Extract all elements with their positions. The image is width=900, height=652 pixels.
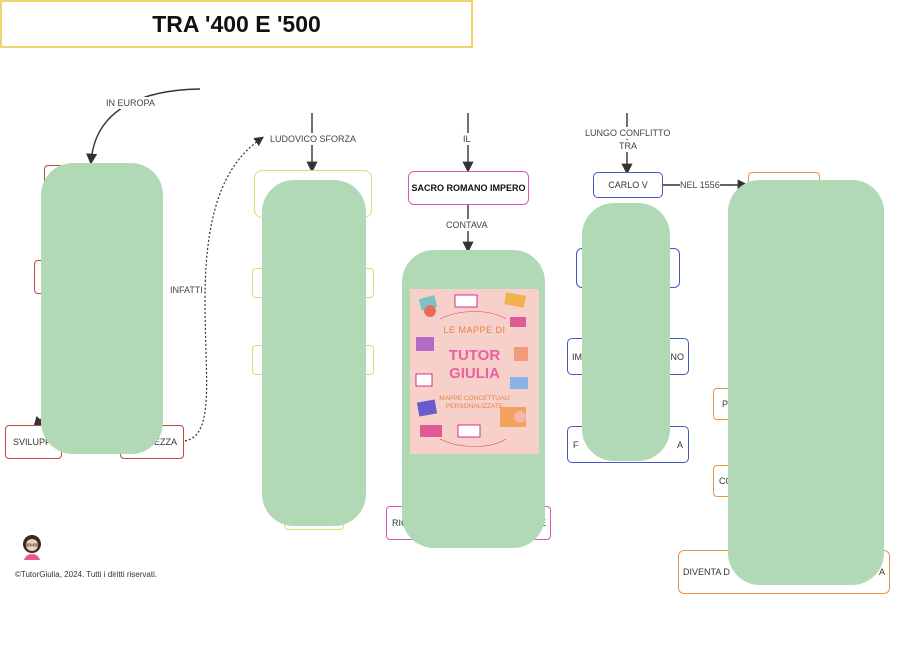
edge-label-tra: TRA bbox=[619, 140, 637, 152]
promo-subtitle: MAPPE CONCETTUALI PERSONALIZZATE bbox=[410, 395, 539, 411]
node-blue-f-right: A bbox=[676, 439, 683, 450]
edge-label-ludovico-sforza: LUDOVICO SFORZA bbox=[270, 133, 357, 145]
node-sacro-romano-impero[interactable]: SACRO ROMANO IMPERO bbox=[408, 171, 529, 205]
node-blue-f-left: F bbox=[573, 439, 579, 450]
node-diventa-left: DIVENTA D bbox=[683, 567, 730, 577]
promo-line-2b: GIULIA bbox=[449, 365, 500, 382]
edge-label-il: IL bbox=[463, 133, 471, 145]
cover-block-orange-column bbox=[728, 180, 884, 585]
promo-line-1: LE MAPPE DI bbox=[443, 325, 506, 335]
book-doodles-icon bbox=[415, 292, 528, 447]
edge-label-in-europa: IN EUROPA bbox=[106, 97, 155, 109]
cover-block-red-column bbox=[41, 163, 163, 454]
edge-infatti bbox=[184, 136, 264, 442]
promo-subtitle-1: MAPPE CONCETTUALI bbox=[439, 395, 510, 402]
edge-label-lungo-conflitto: LUNGO CONFLITTO bbox=[585, 127, 671, 139]
node-diventa-right: A bbox=[878, 567, 885, 577]
node-blue-im-left: IM bbox=[572, 351, 582, 362]
edge-label-infatti: INFATTI bbox=[170, 284, 203, 296]
tutor-giulia-avatar-icon bbox=[23, 535, 41, 560]
tutor-giulia-promo-card: LE MAPPE DI TUTOR GIULIA MAPPE CONCETTUA… bbox=[410, 289, 539, 454]
promo-line-2: TUTOR GIULIA bbox=[410, 347, 539, 383]
node-carlo-v[interactable]: CARLO V bbox=[593, 172, 663, 198]
node-blue-im-right: NO bbox=[670, 351, 685, 362]
edge-label-contava: CONTAVA bbox=[446, 219, 488, 231]
promo-line-2a: TUTOR bbox=[448, 347, 501, 364]
promo-subtitle-2: PERSONALIZZATE bbox=[445, 403, 504, 410]
map-title: TRA '400 E '500 bbox=[0, 0, 473, 48]
edge-label-nel-1556: NEL 1556 bbox=[680, 179, 720, 191]
cover-block-blue-column bbox=[582, 203, 670, 461]
cover-block-yellow-column bbox=[262, 180, 366, 526]
copyright-footer: ©TutorGiulia, 2024. Tutti i diritti rise… bbox=[15, 570, 158, 579]
